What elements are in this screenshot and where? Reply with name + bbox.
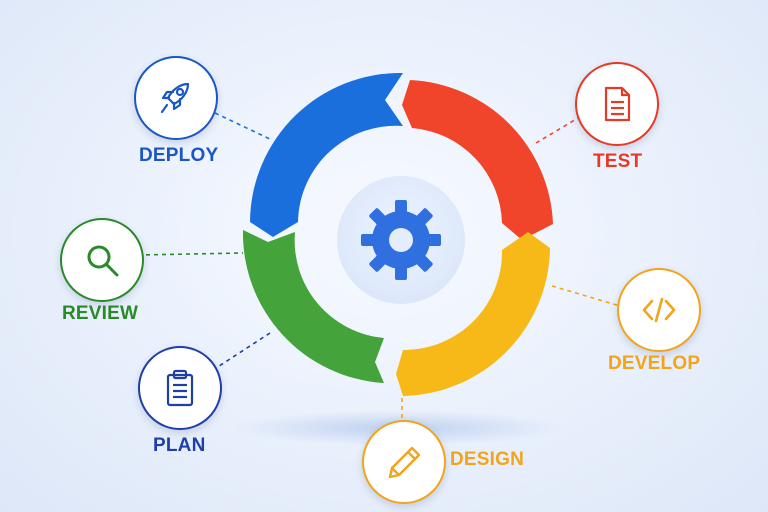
connector-test (535, 117, 579, 144)
deploy-node[interactable] (134, 56, 218, 140)
deploy-label: DEPLOY (139, 145, 219, 166)
document-icon (604, 86, 631, 122)
test-label: TEST (593, 151, 643, 172)
design-node[interactable] (362, 420, 446, 504)
cycle-ring (242, 72, 553, 396)
gear-icon (361, 200, 441, 280)
design-label: DESIGN (450, 449, 525, 470)
magnifier-icon (87, 245, 119, 277)
test-node[interactable] (575, 62, 659, 146)
pencil-icon (388, 446, 421, 479)
clipboard-list-icon (166, 369, 194, 407)
connector-plan (212, 332, 271, 371)
code-icon (642, 297, 676, 323)
connector-develop (551, 285, 621, 307)
review-node[interactable] (60, 218, 144, 302)
develop-label: DEVELOP (608, 353, 701, 374)
plan-label: PLAN (153, 435, 206, 456)
ring-segment-green (242, 230, 384, 383)
review-label: REVIEW (62, 303, 139, 324)
connector-review (137, 252, 244, 256)
ring-segment-yellow (396, 232, 550, 396)
ring-segment-blue (250, 72, 403, 237)
connector-deploy (214, 112, 273, 141)
ring-segment-red (402, 80, 553, 240)
develop-node[interactable] (617, 268, 701, 352)
plan-node[interactable] (138, 346, 222, 430)
rocket-icon (160, 82, 190, 114)
